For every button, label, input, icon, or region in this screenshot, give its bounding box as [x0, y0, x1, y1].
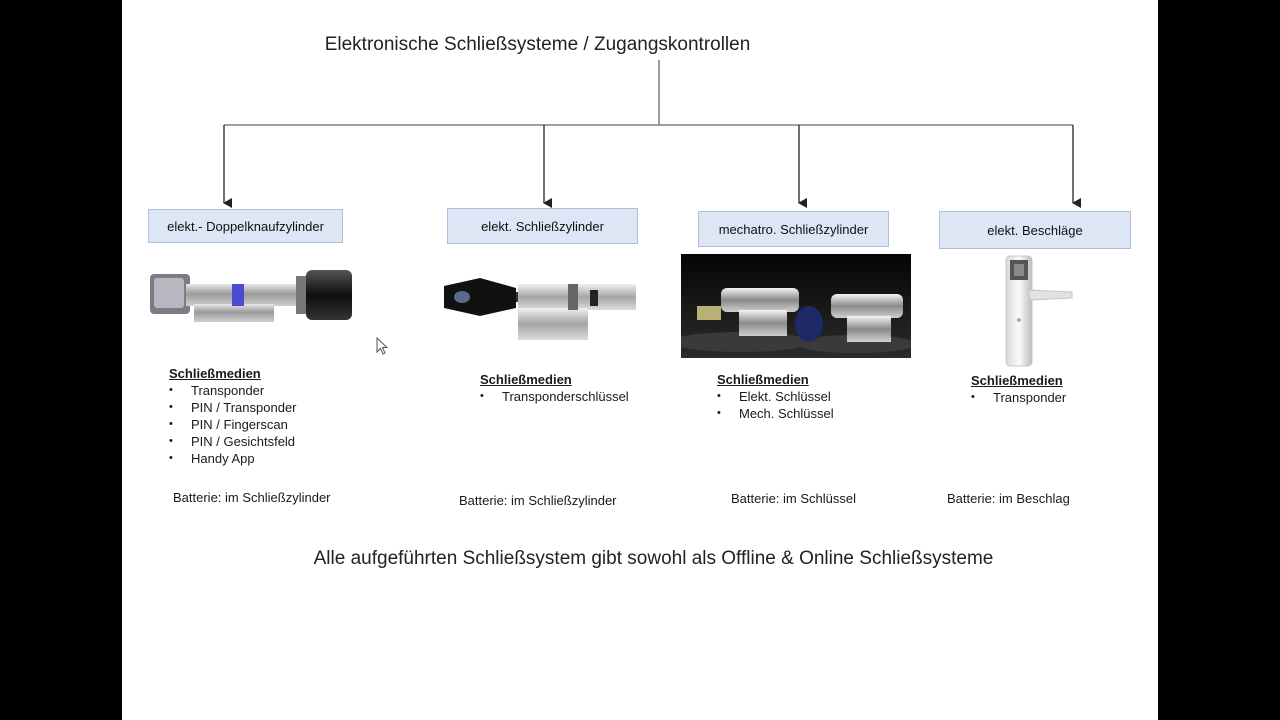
category-box-doppelknaufzylinder: elekt.- Doppelknaufzylinder	[148, 209, 343, 243]
media-item: Transponder	[169, 382, 297, 399]
media-item: Handy App	[169, 450, 297, 467]
media-heading: Schließmedien	[169, 366, 261, 381]
battery-note-beschlaege: Batterie: im Beschlag	[947, 491, 1070, 506]
footer-note: Alle aufgeführten Schließsystem gibt sow…	[313, 548, 994, 569]
category-box-mechatro-zylinder: mechatro. Schließzylinder	[698, 211, 889, 247]
media-item: PIN / Transponder	[169, 399, 297, 416]
electronic-door-fitting-image	[1005, 255, 1073, 367]
slide	[122, 0, 1158, 720]
mouse-cursor-icon	[376, 337, 389, 355]
media-list-mechatro-zylinder: Schließmedien Elekt. Schlüssel Mech. Sch…	[717, 372, 834, 422]
media-item: Transponder	[971, 389, 1066, 406]
media-list-doppelknaufzylinder: Schließmedien Transponder PIN / Transpon…	[169, 366, 297, 467]
media-heading: Schließmedien	[480, 372, 572, 387]
electronic-cylinder-image	[444, 278, 636, 340]
battery-note-doppelknaufzylinder: Batterie: im Schließzylinder	[173, 490, 331, 505]
double-knob-cylinder-image	[150, 270, 352, 322]
category-box-schliesszylinder: elekt. Schließzylinder	[447, 208, 638, 244]
media-item: Mech. Schlüssel	[717, 405, 834, 422]
battery-note-schliesszylinder: Batterie: im Schließzylinder	[459, 493, 617, 508]
mechatronic-cylinder-photo	[681, 254, 911, 358]
media-item: Transponderschlüssel	[480, 388, 629, 405]
media-item: PIN / Gesichtsfeld	[169, 433, 297, 450]
media-heading: Schließmedien	[717, 372, 809, 387]
category-box-beschlaege: elekt. Beschläge	[939, 211, 1131, 249]
media-list-schliesszylinder: Schließmedien Transponderschlüssel	[480, 372, 629, 405]
media-item: Elekt. Schlüssel	[717, 388, 834, 405]
media-list-beschlaege: Schließmedien Transponder	[971, 373, 1066, 406]
media-heading: Schließmedien	[971, 373, 1063, 388]
media-item: PIN / Fingerscan	[169, 416, 297, 433]
diagram-title: Elektronische Schließsysteme / Zugangsko…	[324, 34, 751, 55]
battery-note-mechatro-zylinder: Batterie: im Schlüssel	[731, 491, 856, 506]
